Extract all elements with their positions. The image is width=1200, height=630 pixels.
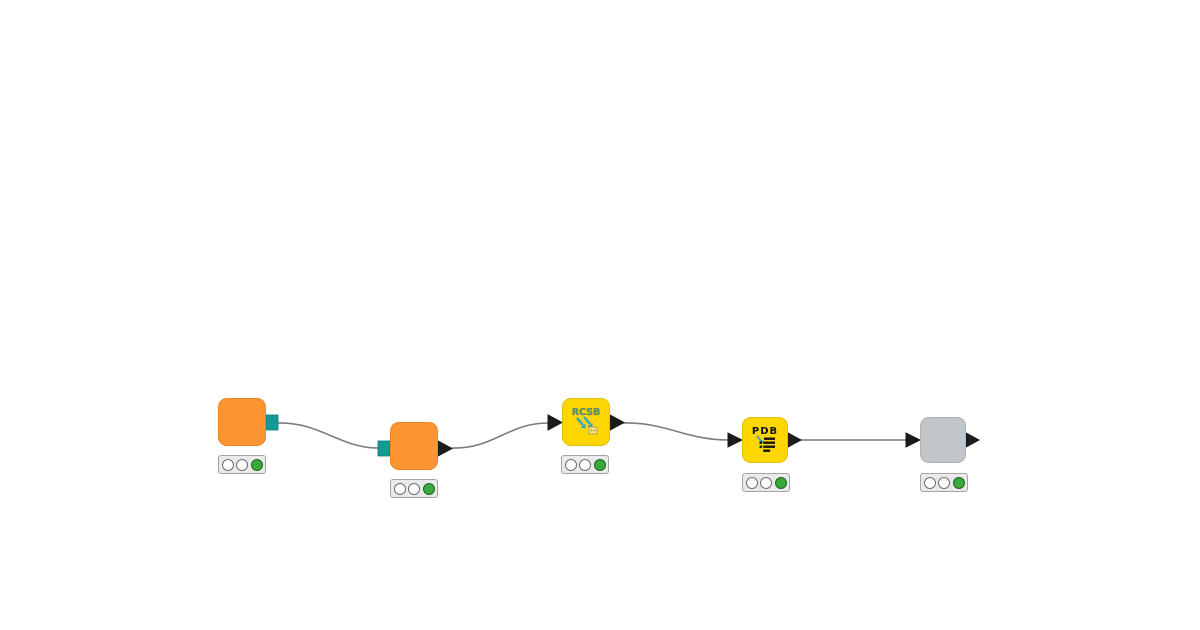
node3-input-port-triangle[interactable]: [547, 414, 564, 431]
node5-status-light-green-on: [952, 476, 965, 489]
rcsb-download-icon: RCSB: [572, 407, 601, 435]
workflow-node-5[interactable]: [920, 417, 966, 463]
workflow-node-4-pdb[interactable]: PDB: [742, 417, 788, 463]
pdb-icon-label: PDB: [752, 426, 778, 437]
node4-status-light-red-off: [745, 476, 758, 489]
node4-input-port-triangle[interactable]: [727, 432, 744, 448]
download-arrowheads-icon: [580, 422, 593, 429]
connection-node1-node2[interactable]: [277, 422, 379, 449]
node3-status-light-red-off: [564, 458, 577, 471]
pdb-file-mini-icon: [588, 426, 598, 435]
workflow-node-3-rcsb[interactable]: RCSB: [562, 398, 610, 446]
node5-status-light-yellow-off: [938, 476, 950, 489]
node2-traffic-light: [390, 479, 438, 498]
node3-status-light-yellow-off: [579, 458, 591, 471]
workflow-node-2[interactable]: [390, 422, 438, 470]
pdb-property-list-icon: PDB: [752, 426, 778, 452]
node1-status-light-green-on: [250, 458, 263, 471]
download-arrows-icon: [576, 416, 591, 426]
node2-output-port-triangle[interactable]: [437, 440, 454, 457]
connection-node3-node4[interactable]: [622, 422, 729, 441]
node5-output-port-triangle[interactable]: [965, 432, 981, 448]
node2-status-light-red-off: [393, 482, 406, 495]
pointer-arrow-icon: [756, 435, 762, 442]
property-list-lines-icon: [759, 437, 775, 452]
node2-input-port-teal-square[interactable]: [377, 440, 391, 457]
node1-status-light-red-off: [221, 458, 234, 471]
node3-output-port-triangle[interactable]: [609, 414, 626, 431]
node5-status-light-red-off: [923, 476, 936, 489]
node4-traffic-light: [742, 473, 790, 492]
node1-traffic-light: [218, 455, 266, 474]
connection-node2-node3[interactable]: [451, 422, 549, 449]
node4-status-light-green-on: [774, 476, 787, 489]
node3-traffic-light: [561, 455, 609, 474]
node4-output-port-triangle[interactable]: [787, 432, 803, 448]
node5-input-port-triangle[interactable]: [905, 432, 922, 448]
node2-status-light-green-on: [422, 482, 435, 495]
node1-output-port-teal-square[interactable]: [265, 414, 279, 431]
node5-traffic-light: [920, 473, 968, 492]
node3-status-light-green-on: [593, 458, 606, 471]
workflow-node-1[interactable]: [218, 398, 266, 446]
node4-status-light-yellow-off: [760, 476, 772, 489]
node2-status-light-yellow-off: [408, 482, 420, 495]
rcsb-icon-label: RCSB: [572, 407, 601, 418]
node1-status-light-yellow-off: [236, 458, 248, 471]
